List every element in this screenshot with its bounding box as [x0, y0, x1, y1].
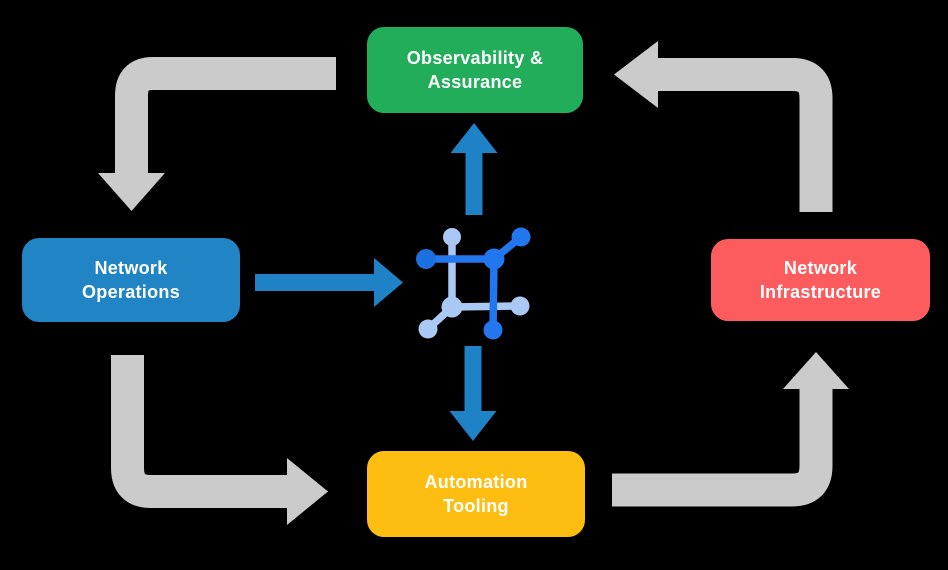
node-network-infrastructure: Network Infrastructure [711, 239, 930, 321]
cycle-arrow-operations-to-automation [111, 355, 328, 525]
arrowhead-up [450, 123, 498, 153]
arrowhead-up [783, 352, 849, 389]
node-operations-label: Network Operations [81, 258, 181, 302]
data-arrow-center-to-automation [449, 346, 497, 441]
arrowhead-right [287, 458, 328, 525]
mesh-primary-nodes [483, 227, 531, 340]
node-infrastructure-label: Network Infrastructure [759, 258, 882, 302]
mesh-dark-node [416, 249, 436, 269]
network-mesh-icon [416, 227, 531, 340]
arrowhead-left [614, 41, 658, 108]
node-observability-label: Observability & Assurance [406, 48, 544, 92]
cycle-arrow-observability-to-operations [98, 57, 336, 211]
cycle-arrow-infrastructure-to-observability [614, 41, 833, 212]
cycle-arrow-automation-to-infrastructure [612, 352, 849, 507]
arrowhead-down [98, 173, 165, 211]
node-observability-assurance: Observability & Assurance [367, 27, 583, 113]
mesh-light-nodes [418, 228, 530, 339]
data-arrow-center-to-observability [450, 123, 498, 215]
arrowhead-right [374, 258, 403, 307]
data-arrow-operations-to-center [255, 258, 403, 307]
node-network-operations: Network Operations [22, 238, 240, 322]
node-automation-tooling: Automation Tooling [367, 451, 585, 537]
node-automation-label: Automation Tooling [424, 472, 528, 516]
arrowhead-down [449, 411, 497, 441]
